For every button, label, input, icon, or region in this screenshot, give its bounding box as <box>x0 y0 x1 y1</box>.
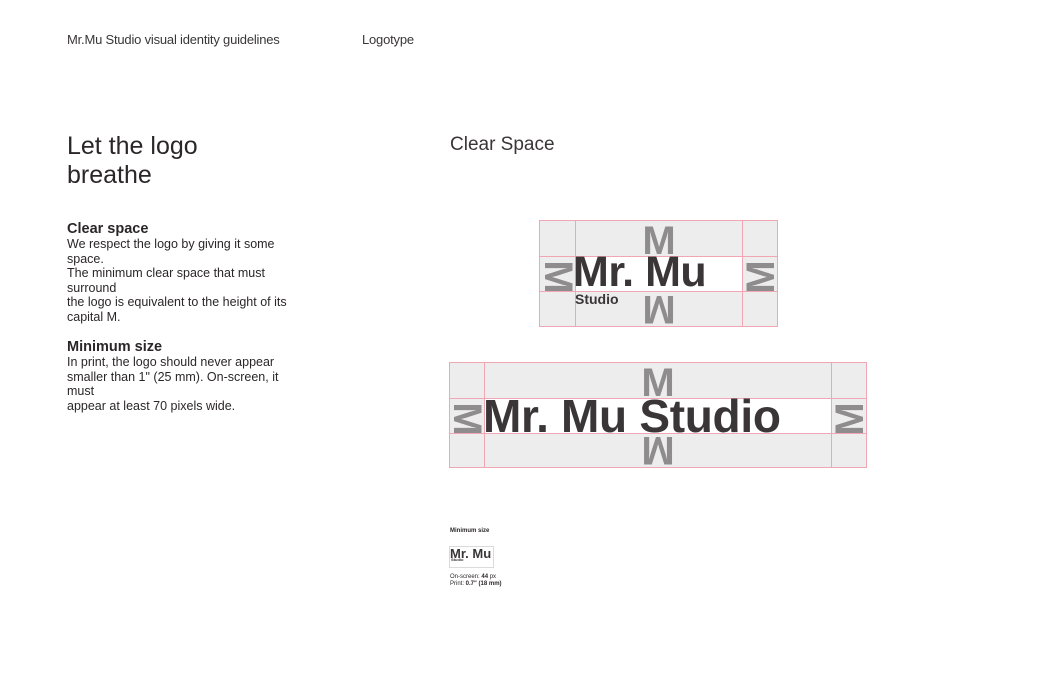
spacer-m-right: M <box>739 255 777 299</box>
clear-space-heading: Clear space <box>67 221 149 237</box>
spacer-m-left: M <box>449 402 489 436</box>
spacer-m-right: M <box>828 397 866 441</box>
clear-space-section: Clear space We respect the logo by givin… <box>67 221 289 324</box>
minimum-size-heading: Minimum size <box>67 339 163 355</box>
minimum-size-line-2: appear at least 70 pixels wide. <box>67 398 236 413</box>
stacked-logo-clearspace-diagram: M M M M Mr. Mu Studio <box>539 220 778 327</box>
stacked-logo-secondary: Studio <box>575 291 619 307</box>
horizontal-logo-clearspace-diagram: M M M M Mr. Mu Studio <box>449 362 867 468</box>
clear-space-line-3: the logo is equivalent to the height of … <box>67 295 287 324</box>
horizontal-logo-text: Mr. Mu Studio <box>483 390 781 442</box>
clear-space-line-1: We respect the logo by giving it some sp… <box>67 237 275 266</box>
minimum-size-line-1: In print, the logo should never appear s… <box>67 355 279 398</box>
minimum-size-section: Minimum size In print, the logo should n… <box>67 339 289 413</box>
minimum-size-text: In print, the logo should never appear s… <box>67 355 289 413</box>
print-minimum: Print: 0.7" (18 mm) <box>450 581 502 587</box>
page-title-line-1: Let the logo <box>67 132 198 160</box>
clear-space-text: We respect the logo by giving it some sp… <box>67 237 289 324</box>
document-title: Mr.Mu Studio visual identity guidelines <box>67 32 280 47</box>
clear-space-line-2: The minimum clear space that must surrou… <box>67 266 265 295</box>
minimum-size-label: Minimum size <box>450 528 490 534</box>
section-name: Logotype <box>362 32 414 47</box>
onscreen-minimum: On-screen: 44 px <box>450 574 497 580</box>
minimum-logo-primary: Mr. Mu <box>450 546 492 561</box>
minimum-size-meta: On-screen: 44 px Print: 0.7" (18 mm) <box>450 574 502 588</box>
page-title-line-2: breathe <box>67 161 152 189</box>
page-title: Let the logo breathe <box>67 132 287 190</box>
clear-space-title: Clear Space <box>450 134 555 155</box>
minimum-logo-secondary: Studio <box>451 557 464 562</box>
spacer-m-top: M <box>641 362 675 405</box>
spacer-m-top: M <box>642 220 676 263</box>
minimum-size-logo-frame: Mr. Mu Studio <box>449 546 494 568</box>
stacked-logo-primary: Mr. Mu <box>573 248 707 296</box>
